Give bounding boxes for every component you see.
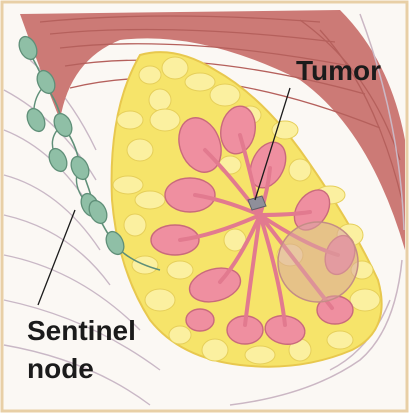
- tumor-label: Tumor: [296, 55, 381, 86]
- fat-lobule: [185, 73, 215, 91]
- fat-lobule: [117, 111, 143, 129]
- sentinel-label-line1: Sentinel: [27, 315, 136, 346]
- fat-lobule: [167, 261, 193, 279]
- fat-lobule: [169, 326, 191, 344]
- fat-lobule: [289, 159, 311, 181]
- sentinel-label-line2: node: [27, 353, 94, 384]
- fat-lobule: [245, 346, 275, 364]
- fat-lobule: [149, 89, 171, 111]
- fat-lobule: [202, 339, 228, 361]
- fat-lobule: [139, 66, 161, 84]
- fat-lobule: [162, 57, 188, 79]
- fat-lobule: [327, 331, 353, 349]
- fat-lobule: [145, 289, 175, 311]
- fat-lobule: [210, 84, 240, 106]
- fat-lobule: [135, 191, 165, 209]
- fat-lobule: [113, 176, 143, 194]
- tumor-region: [278, 222, 358, 302]
- fat-lobule: [350, 289, 380, 311]
- fat-lobule: [150, 109, 180, 131]
- fat-lobule: [272, 121, 298, 139]
- fat-lobule: [127, 139, 153, 161]
- fat-lobule: [124, 214, 146, 236]
